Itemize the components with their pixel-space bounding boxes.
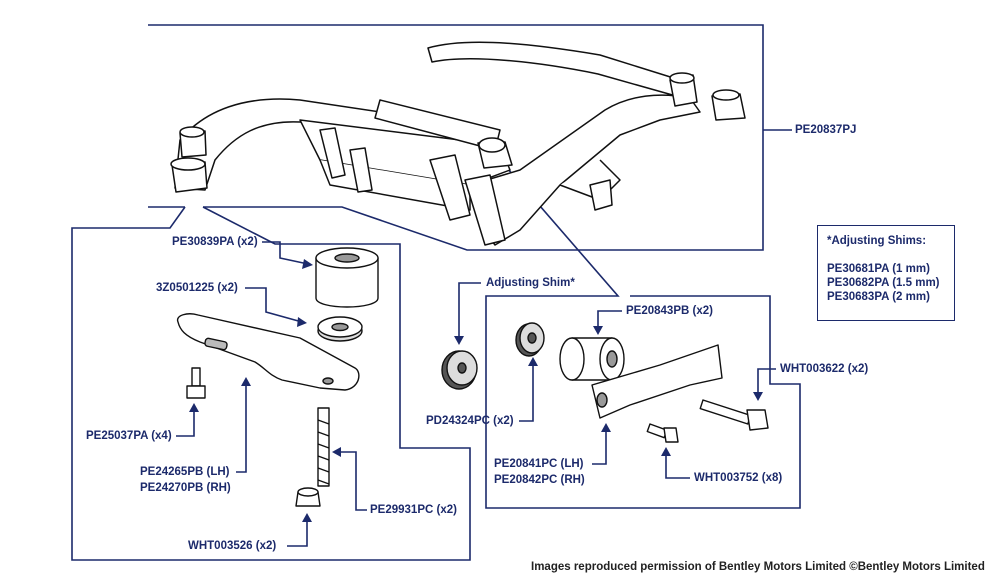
pivot-bush-drawing	[559, 337, 625, 381]
short-bolt-drawing	[646, 423, 679, 443]
shims-title: *Adjusting Shims:	[827, 235, 927, 247]
mount-bush-drawing	[315, 247, 379, 308]
label-stud: PE29931PC (x2)	[370, 504, 457, 516]
label-link-rh: PE20842PC (RH)	[494, 474, 585, 486]
right-group-box	[485, 167, 801, 509]
label-bracket-lh: PE24265PB (LH)	[140, 466, 230, 478]
adjusting-shims-box: *Adjusting Shims: PE30681PA (1 mm) PE306…	[817, 225, 955, 321]
label-short-bolt: WHT003752 (x8)	[694, 472, 783, 484]
label-nut: WHT003526 (x2)	[188, 540, 277, 552]
bracket-drawing	[176, 313, 360, 391]
long-bolt-drawing	[699, 399, 769, 431]
label-mount-bush: PE30839PA (x2)	[172, 236, 258, 248]
rear-subframe-drawing	[170, 41, 746, 246]
washer-drawing	[317, 316, 363, 342]
link-drawing	[591, 344, 723, 419]
copyright-credit: Images reproduced permission of Bentley …	[531, 561, 985, 573]
spacer-drawing	[515, 322, 545, 357]
label-link-lh: PE20841PC (LH)	[494, 458, 584, 470]
label-washer: 3Z0501225 (x2)	[156, 282, 238, 294]
label-long-bolt: WHT003622 (x2)	[780, 363, 869, 375]
label-subframe-part: PE20837PJ	[795, 124, 857, 136]
stud-drawing	[317, 407, 330, 487]
frame-callout-box	[148, 24, 764, 251]
bracket-bolt-drawing	[186, 367, 206, 399]
label-spacer: PD24324PC (x2)	[426, 415, 514, 427]
label-bracket-rh: PE24270PB (RH)	[140, 482, 231, 494]
shim-item: PE30683PA (2 mm)	[827, 291, 930, 303]
adjusting-shim-drawing	[441, 350, 478, 390]
left-group-box	[71, 206, 471, 561]
shim-item: PE30682PA (1.5 mm)	[827, 277, 940, 289]
label-adjusting-shim: Adjusting Shim*	[486, 277, 575, 289]
nut-drawing	[295, 487, 321, 507]
label-bracket-bolt: PE25037PA (x4)	[86, 430, 172, 442]
label-pivot-bush: PE20843PB (x2)	[626, 305, 713, 317]
shim-item: PE30681PA (1 mm)	[827, 263, 930, 275]
